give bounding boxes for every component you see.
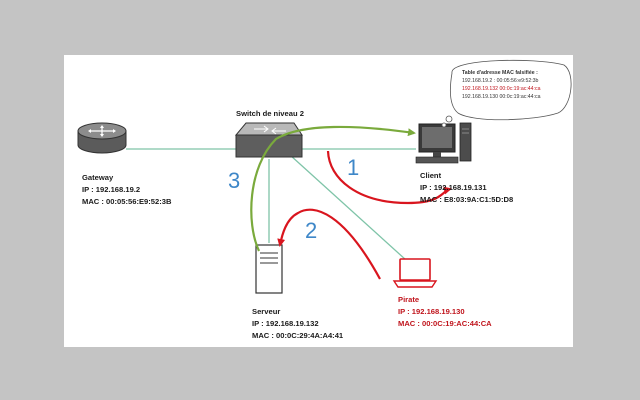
gateway-title: Gateway	[82, 173, 114, 182]
router-icon	[77, 122, 127, 154]
serveur-title: Serveur	[252, 307, 281, 316]
speech-bubble	[441, 59, 572, 128]
diagram-canvas: Switch de niveau 2 Gateway IP : 192.168.…	[64, 55, 573, 347]
serveur-mac: MAC : 00:0C:29:4A:A4:41	[252, 331, 344, 340]
link-switch-pirate	[289, 154, 407, 261]
arrow-step-1	[326, 150, 452, 205]
switch-icon	[234, 122, 303, 158]
arrow-step-3	[250, 125, 416, 252]
client-ip: IP : 192.168.19.131	[420, 183, 487, 192]
arp-row: 192.168.19.130 00:0c:19:ac:44:ca	[462, 94, 541, 100]
computer-icon	[415, 122, 472, 164]
arp-row: 192.168.19.132 00:0c:19:ac:44:ca	[462, 86, 541, 92]
pirate-ip: IP : 192.168.19.130	[398, 307, 465, 316]
arp-table-title: Table d'adresse MAC falsifiée :	[462, 70, 538, 76]
gateway-ip: IP : 192.168.19.2	[82, 185, 141, 194]
client-title: Client	[420, 171, 442, 180]
network-diagram	[77, 59, 572, 294]
server-icon	[255, 244, 283, 294]
laptop-icon	[392, 258, 438, 288]
gateway-mac: MAC : 00:05:56:E9:52:3B	[82, 197, 172, 206]
network-links	[126, 148, 416, 261]
client-mac: MAC : E8:03:9A:C1:5D:D8	[420, 195, 514, 204]
switch-label: Switch de niveau 2	[236, 109, 304, 118]
step-number-1: 1	[347, 155, 360, 180]
step-number-2: 2	[305, 218, 318, 243]
serveur-ip: IP : 192.168.19.132	[252, 319, 319, 328]
arrow-step-2	[277, 208, 381, 280]
step-number-3: 3	[228, 168, 241, 193]
pirate-mac: MAC : 00:0C:19:AC:44:CA	[398, 319, 492, 328]
arp-row: 192.168.19.2 : 00:05:56:e9:52:3b	[462, 78, 539, 84]
pirate-title: Pirate	[398, 295, 420, 304]
arp-table: Table d'adresse MAC falsifiée : 192.168.…	[462, 69, 540, 101]
